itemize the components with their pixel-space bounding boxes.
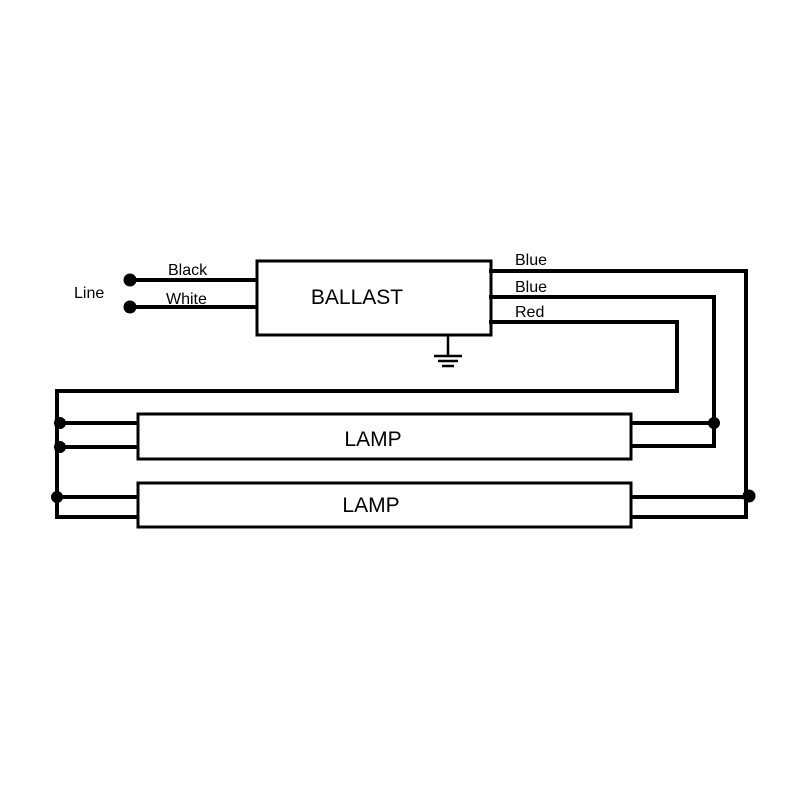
- blue-wire-2-label: Blue: [515, 279, 547, 296]
- line-label: Line: [74, 285, 104, 302]
- lamp-2-label: LAMP: [342, 494, 399, 517]
- black-wire-label: Black: [168, 262, 208, 279]
- ballast-box: [255, 259, 493, 337]
- lamp-1: [136, 412, 633, 461]
- blue-wire-inner: [489, 295, 716, 448]
- junction-dot: [742, 489, 756, 503]
- blue-wire-1-label: Blue: [515, 252, 547, 269]
- junction-dot: [54, 417, 66, 429]
- white-wire-label: White: [166, 291, 207, 308]
- ballast-label: BALLAST: [311, 286, 403, 309]
- lamp-2: [136, 481, 633, 529]
- blue-wire-outer: [489, 269, 748, 519]
- junction-dot: [708, 417, 720, 429]
- junction-dot: [51, 491, 63, 503]
- red-wire-label: Red: [515, 304, 544, 321]
- ground-icon: [434, 335, 462, 368]
- red-wire: [55, 320, 679, 519]
- junction-dot: [54, 441, 66, 453]
- lamp-1-label: LAMP: [344, 428, 401, 451]
